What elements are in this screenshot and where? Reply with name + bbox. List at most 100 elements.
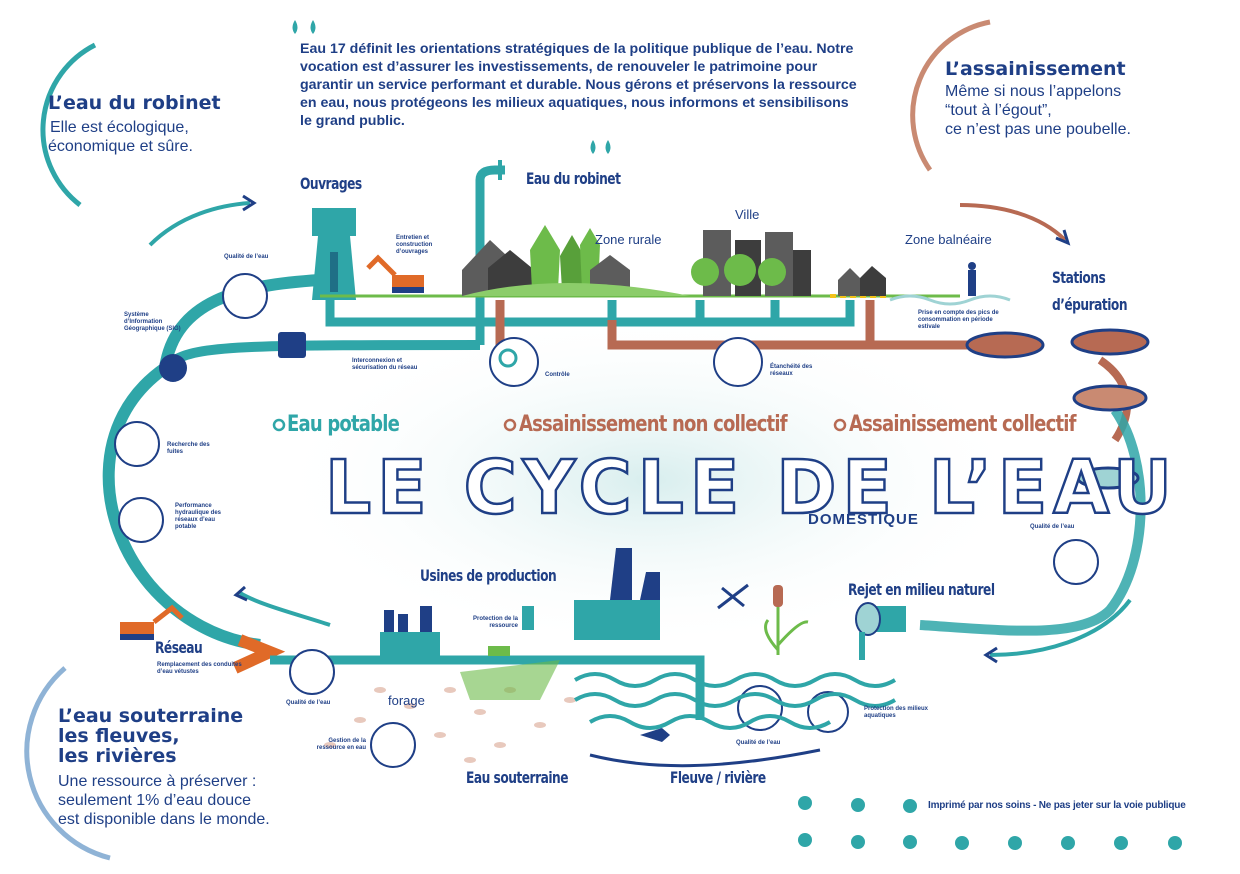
note-qualite-4: Qualité de l’eau xyxy=(736,740,781,746)
note-qualite-3: Qualité de l’eau xyxy=(286,700,331,706)
corner-arc-assainissement xyxy=(910,19,991,172)
excavator-icon xyxy=(366,254,424,293)
corner-assainissement-line1: Même si nous l’appelons xyxy=(945,83,1122,100)
arrow-top-left xyxy=(148,201,251,247)
note-entretien: Entretien et construction d’ouvrages xyxy=(396,235,433,255)
note-controle: Contrôle xyxy=(545,372,570,378)
main-subtitle: DOMESTIQUE xyxy=(808,511,919,528)
arrow-bottom-left xyxy=(238,591,331,627)
note-performance: Performance hydraulique des réseaux d’ea… xyxy=(175,503,222,530)
corner-souterraine-title1: L’eau souterraine xyxy=(58,705,244,727)
note-remplacement: Remplacement des conduites d’eau vétuste… xyxy=(157,662,242,675)
note-qualite-1: Qualité de l’eau xyxy=(224,254,269,260)
drop-icon xyxy=(310,20,316,34)
badge-protection-milieux-icon xyxy=(807,691,849,733)
reservoir-icon xyxy=(278,332,306,358)
note-protection-milieux: Protection des milieux aquatiques xyxy=(864,706,929,719)
category-collectif: Assainissement collectif xyxy=(849,412,1077,437)
drop-icon xyxy=(605,140,611,154)
badge-qualite-right-icon xyxy=(1053,539,1099,585)
tap-spout xyxy=(475,165,505,181)
pin-icon xyxy=(833,418,847,432)
sig-hub-icon xyxy=(159,354,187,382)
note-etancheite: Étanchéité des réseaux xyxy=(770,364,813,377)
label-zone-balneaire: Zone balnéaire xyxy=(905,232,992,247)
corner-souterraine-line3: est disponible dans le monde. xyxy=(58,811,270,828)
corner-souterraine-title3: les rivières xyxy=(58,745,177,767)
corner-arc-souterraine xyxy=(24,666,111,861)
corner-assainissement-line2: “tout à l’égout”, xyxy=(945,102,1052,119)
footer-note: Imprimé par nos soins - Ne pas jeter sur… xyxy=(928,800,1186,811)
pipe-distribution xyxy=(325,300,855,327)
label-usines: Usines de production xyxy=(420,566,557,585)
water-tower xyxy=(312,208,356,300)
corner-souterraine-line1: Une ressource à préserver : xyxy=(58,773,257,790)
badge-etancheite-icon xyxy=(713,337,763,387)
badge-qualite-reseau-icon xyxy=(289,649,335,695)
label-rejet: Rejet en milieu naturel xyxy=(848,580,995,599)
drop-icon xyxy=(590,140,596,154)
protection-sign-icon xyxy=(522,606,534,630)
footer-dots xyxy=(798,796,1182,850)
corner-assainissement-title: L’assainissement xyxy=(945,58,1126,80)
arrow-head xyxy=(233,585,248,602)
fish-icon xyxy=(640,728,670,742)
badge-recherche-icon xyxy=(114,421,160,467)
badge-qualite-icon xyxy=(222,273,268,319)
badge-gestion-icon xyxy=(370,722,416,768)
category-eau-potable: Eau potable xyxy=(287,412,400,437)
note-gestion: Gestion de la ressource en eau xyxy=(316,738,366,751)
arrow-head xyxy=(1055,229,1071,246)
note-recherche: Recherche des fuites xyxy=(167,442,210,455)
note-prise: Prise en compte des pics de consommation… xyxy=(918,310,999,330)
label-fleuve: Fleuve / rivière xyxy=(670,768,766,787)
main-title: LE CYCLE DE L’EAU xyxy=(324,444,1178,533)
label-stations-2: d’épuration xyxy=(1052,295,1128,314)
excavator-reseau-icon xyxy=(120,604,184,640)
label-eau-souterraine: Eau souterraine xyxy=(466,768,569,787)
main-pipe-left xyxy=(102,363,261,651)
pin-icon xyxy=(272,418,286,432)
production-plant-small xyxy=(380,606,440,662)
field-icon xyxy=(460,660,560,700)
note-protection-ressource: Protection de la ressource xyxy=(472,616,518,629)
rural-houses xyxy=(462,225,690,296)
arrow-head xyxy=(242,194,257,212)
pipe-right-return xyxy=(919,407,1146,636)
pipe-interconnexion xyxy=(172,340,481,365)
corner-assainissement: L’assainissement Même si nous l’appelons… xyxy=(945,58,1131,139)
dragonfly-icon xyxy=(717,583,749,610)
label-zone-rurale: Zone rurale xyxy=(595,232,662,247)
production-plant-large xyxy=(574,548,660,640)
label-ouvrages: Ouvrages xyxy=(300,174,362,193)
corner-arc-robinet xyxy=(40,42,97,207)
river-waves xyxy=(573,672,897,730)
corner-assainissement-line3: ce n’est pas une poubelle. xyxy=(945,121,1131,138)
treatment-basins xyxy=(965,328,1150,490)
arrow-bottom-right xyxy=(989,598,1132,657)
label-reseau: Réseau xyxy=(155,638,203,657)
background-halo xyxy=(270,310,1030,650)
outlet-pipe-icon xyxy=(855,602,906,660)
arrow-top-right xyxy=(959,203,1067,242)
label-forage: forage xyxy=(388,693,425,708)
corner-souterraine-line2: seulement 1% d’eau douce xyxy=(58,792,252,809)
tractor-icon xyxy=(488,646,510,656)
intro-paragraph: Eau 17 définit les orientations stratégi… xyxy=(300,41,857,129)
corner-souterraine-title2: les fleuves, xyxy=(58,725,180,747)
groundwater-pattern xyxy=(324,687,576,763)
corner-robinet-line2: économique et sûre. xyxy=(48,138,193,155)
pipe-branches xyxy=(607,300,780,322)
corner-robinet-line1: Elle est écologique, xyxy=(50,119,189,136)
reeds-icon xyxy=(764,585,809,655)
label-eau-robinet: Eau du robinet xyxy=(526,169,621,188)
city-buildings xyxy=(691,230,811,296)
drop-icon xyxy=(292,20,298,34)
note-qualite-2: Qualité de l’eau xyxy=(1030,524,1075,530)
note-interconnexion: Interconnexion et sécurisation du réseau xyxy=(352,358,418,371)
corner-souterraine: L’eau souterraine les fleuves, les riviè… xyxy=(58,706,270,829)
magnifier-icon xyxy=(498,348,518,368)
category-non-collectif: Assainissement non collectif xyxy=(519,412,788,437)
note-sig: Système d’Information Géographique (SIG) xyxy=(124,312,181,332)
